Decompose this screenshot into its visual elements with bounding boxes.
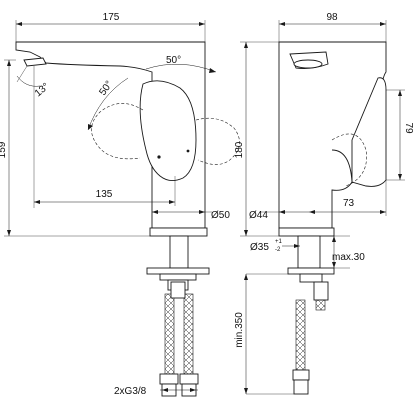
front-hose-crimp-right xyxy=(179,373,199,385)
front-handle xyxy=(139,80,197,181)
dim-dia-50: Ø50 xyxy=(211,210,230,221)
front-hose-left xyxy=(164,293,175,375)
dim-159: 159 xyxy=(0,141,8,158)
side-mount-plate xyxy=(287,267,335,275)
front-mount-plate xyxy=(146,267,210,275)
handle-dot-right xyxy=(186,149,190,153)
front-hose-crimp-left xyxy=(159,373,179,385)
front-aerator xyxy=(23,57,47,67)
front-view xyxy=(15,41,240,397)
dim-dia-35: Ø35 xyxy=(250,242,269,253)
dim-79: 79 xyxy=(403,122,414,134)
side-handle-curve xyxy=(331,149,353,183)
side-nut xyxy=(299,273,323,283)
side-hose-crimp xyxy=(292,369,310,381)
dim-min-350: min.350 xyxy=(234,312,245,348)
dim-180: 180 xyxy=(234,141,245,158)
dim-73: 73 xyxy=(343,198,355,209)
dim-dia-44: Ø44 xyxy=(249,210,268,221)
side-dimensions: 98 180 79 73 Ø44 Ø35 +1 -2 xyxy=(234,12,414,395)
dim-thread-g38: 2xG3/8 xyxy=(114,386,147,397)
dim-175: 175 xyxy=(103,12,120,23)
front-hose-right xyxy=(183,293,194,375)
front-nut-top xyxy=(159,273,197,281)
dim-dia-35-tol-plus: +1 xyxy=(275,239,283,245)
front-shank xyxy=(169,235,189,269)
front-hose-crimp-top xyxy=(170,281,186,299)
side-hose xyxy=(295,299,306,371)
dim-98: 98 xyxy=(326,12,338,23)
side-shank xyxy=(297,235,321,269)
dim-50deg-top: 50° xyxy=(166,55,181,66)
side-hose-nut xyxy=(293,379,309,395)
dim-50deg-side: 50° xyxy=(97,79,115,98)
front-handle-ghost-right xyxy=(195,117,240,165)
front-handle-ghost-left xyxy=(91,103,144,160)
front-base-collar xyxy=(149,227,208,237)
dim-135: 135 xyxy=(96,189,113,200)
side-hose-stub xyxy=(315,299,326,311)
front-dimensions: 175 159 13° 50° 50° 135 Ø50 xyxy=(0,12,230,397)
side-base-collar xyxy=(278,227,335,237)
side-hose-crimp-top xyxy=(313,281,329,301)
dim-13deg: 13° xyxy=(33,81,52,99)
dim-dia-35-tol-minus: -2 xyxy=(275,247,281,253)
dim-max-30: max.30 xyxy=(332,252,365,263)
side-aerator-ring xyxy=(293,59,323,69)
side-view xyxy=(278,41,387,395)
handle-dot-left xyxy=(157,155,161,159)
